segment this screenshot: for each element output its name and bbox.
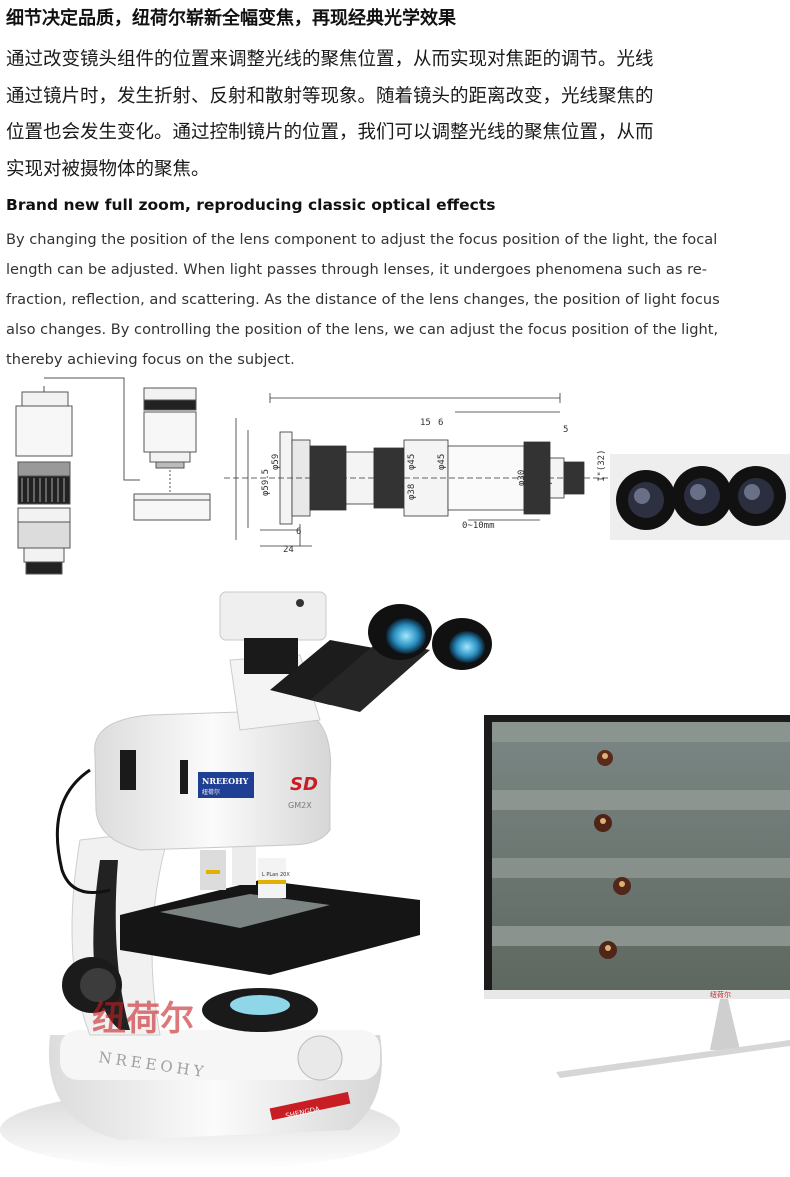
objective-label: L PLan 20X (262, 872, 290, 878)
chinese-line: 位置也会发生变化。通过控制镜片的位置，我们可以调整光线的聚焦位置，从而 (6, 122, 654, 143)
dim-label: 5 (563, 425, 568, 435)
eyepiece-lenses-photo (610, 454, 790, 540)
dim-label: 6 (296, 527, 301, 537)
monitor-screen (492, 722, 790, 990)
chinese-heading: 细节决定品质，纽荷尔崭新全幅变焦，再现经典光学效果 (6, 8, 456, 29)
model-label: GM2X (288, 801, 312, 810)
english-line: By changing the position of the lens com… (6, 231, 718, 248)
monitor-stand (710, 999, 740, 1050)
dim-label: φ30 (543, 470, 553, 486)
watermark-cn: 纽荷尔 (92, 999, 194, 1039)
chinese-paragraph: 通过改变镜头组件的位置来调整光线的聚焦位置，从而实现对焦距的调节。光线 通过镜片… (6, 42, 786, 188)
english-line: length can be adjusted. When light passe… (6, 261, 708, 278)
dim-label: φ45 (407, 454, 417, 470)
dim-label: φ38 (407, 484, 417, 500)
microscope-with-monitor-photo: 纽荷尔 SHENGDA L PLan 20X NREEO (0, 591, 790, 1170)
monitor-brand-label: 纽荷尔 (710, 990, 731, 999)
exploded-lens-assembly (15, 377, 211, 575)
badge-brand-text: NREEOHY (202, 776, 249, 786)
chinese-line: 实现对被摄物体的聚焦。 (6, 158, 210, 180)
dim-label: φ30 (517, 470, 527, 486)
brand-badge (198, 772, 254, 798)
dim-label: 1"(32) (597, 449, 607, 482)
chinese-line: 通过镜片时，发生折射、反射和散射等现象。随着镜头的距离改变，光线聚焦的 (6, 85, 654, 107)
dim-label: φ45 (437, 454, 447, 470)
english-line: thereby achieving focus on the subject. (6, 351, 295, 368)
lens-side-view (224, 393, 610, 547)
chinese-line: 通过改变镜头组件的位置来调整光线的聚焦位置，从而实现对焦距的调节。光线 (6, 49, 654, 70)
dim-label: 15 (420, 418, 431, 428)
badge-sub-text: 纽荷尔 (202, 788, 220, 796)
glass-slide (160, 894, 330, 928)
camera (219, 591, 327, 641)
english-line: also changes. By controlling the positio… (6, 321, 719, 338)
english-heading: Brand new full zoom, reproducing classic… (6, 196, 496, 214)
dim-label: 6 (438, 418, 443, 428)
dim-label: φ59 (271, 454, 281, 470)
lens-technical-drawing: 15 6 5 6 24 0~10mm 1"(32) φ59.5 φ59 φ45 … (15, 377, 790, 575)
sd-logo: SD (290, 774, 318, 795)
dim-label: 0~10mm (462, 521, 495, 531)
dim-label: φ59.5 (261, 469, 271, 496)
monitor: 纽荷尔 (484, 715, 790, 1078)
dim-label: 24 (283, 545, 294, 555)
english-paragraph: By changing the position of the lens com… (6, 225, 788, 375)
english-line: fraction, reflection, and scattering. As… (6, 291, 720, 308)
microscope: SHENGDA L PLan 20X NREEOHY 纽荷尔 SD GM2X (48, 591, 492, 1140)
